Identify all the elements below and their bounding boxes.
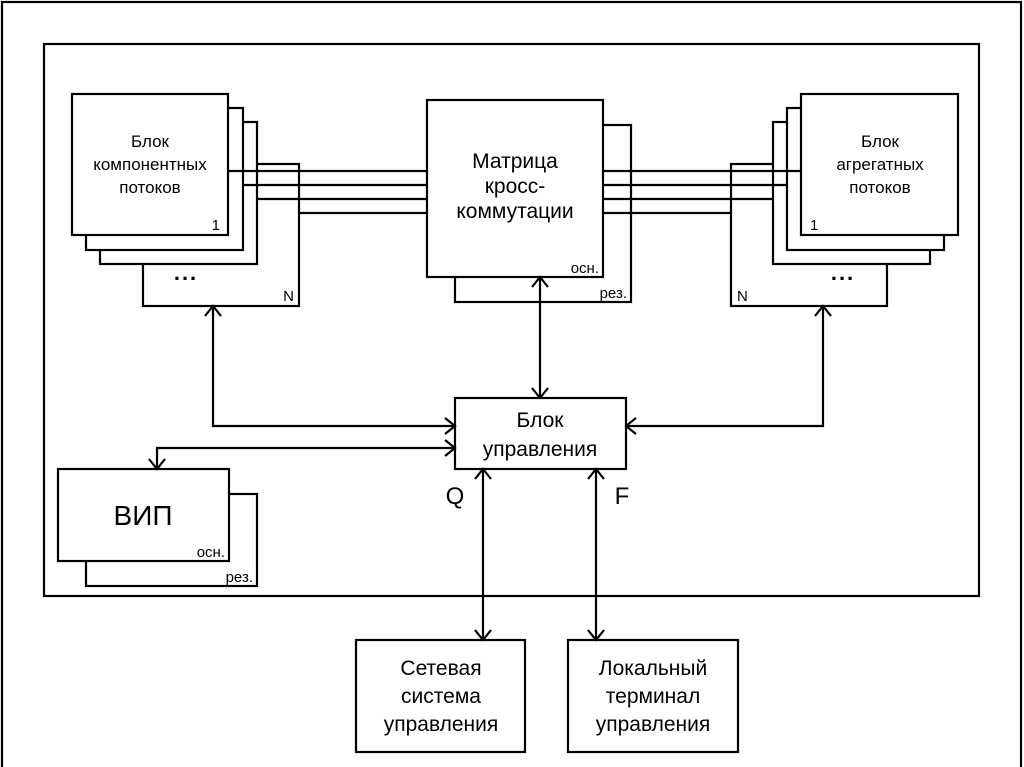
local-terminal-line-3: управления: [596, 713, 711, 736]
component-flow-block-stack: Блок компонентных потоков 1 ... N: [70, 92, 301, 308]
local-terminal-box: [566, 638, 740, 754]
matrix-control-link: [531, 275, 549, 400]
aggregate-block-index-first: 1: [810, 217, 818, 234]
arrowhead-up-icon: [814, 304, 832, 317]
matrix-title-line-3: коммутации: [456, 200, 573, 223]
power-supply-main-tag: осн.: [197, 544, 225, 561]
q-interface-label: Q: [446, 483, 465, 510]
power-control-link: [148, 439, 457, 471]
cross-connect-matrix: Матрица кросс- коммутации осн. рез.: [425, 98, 633, 304]
control-block-box: [453, 396, 628, 471]
local-terminal-line-1: Локальный: [599, 657, 707, 680]
matrix-main-tag: осн.: [571, 260, 599, 277]
component-block-title-line-1: Блок: [131, 132, 170, 151]
aggregate-block-index-last: N: [737, 288, 748, 305]
connector-line: [155, 446, 455, 469]
component-to-matrix-bus: [228, 169, 427, 215]
matrix-reserve-tag: рез.: [600, 285, 627, 302]
component-control-link: [204, 304, 457, 435]
control-block-title-line-1: Блок: [517, 409, 565, 432]
aggregate-block-1: [799, 92, 960, 237]
network-management-line-2: система: [401, 685, 481, 708]
power-supply-reserve-tag: рез.: [226, 569, 253, 586]
connector-line: [211, 306, 455, 428]
arrowhead-up-icon: [204, 304, 222, 317]
local-terminal-line-2: терминал: [606, 685, 700, 708]
control-block: Блок управления: [453, 396, 628, 471]
matrix-title-line-2: кросс-: [485, 175, 546, 198]
component-block-1: [70, 92, 230, 237]
component-block-index-last: N: [283, 288, 294, 305]
arrowhead-right-icon: [444, 417, 457, 435]
arrowhead-down-icon: [587, 629, 605, 642]
network-management-system: Сетевая система управления: [354, 638, 527, 754]
connector-line: [626, 306, 825, 428]
q-interface-link: Q: [446, 467, 492, 642]
network-management-box: [354, 638, 527, 754]
network-management-line-3: управления: [384, 713, 499, 736]
aggregate-block-title-line-3: потоков: [849, 178, 910, 197]
equipment-frame: [42, 42, 981, 598]
f-interface-label: F: [615, 483, 630, 510]
network-management-line-1: Сетевая: [400, 657, 481, 680]
component-block-title-line-3: потоков: [119, 178, 180, 197]
arrowhead-right-icon: [444, 439, 457, 457]
component-block-title-line-2: компонентных: [93, 155, 207, 174]
f-interface-link: F: [587, 467, 630, 642]
component-block-index-first: 1: [212, 217, 220, 234]
arrowhead-down-icon: [148, 458, 166, 471]
arrowhead-down-icon: [531, 387, 549, 400]
aggregate-block-ellipsis: ...: [831, 260, 855, 285]
matrix-main: [425, 98, 605, 279]
local-control-terminal: Локальный терминал управления: [566, 638, 740, 754]
aggregate-block-title-line-1: Блок: [861, 132, 900, 151]
aggregate-block-title-line-2: агрегатных: [836, 155, 924, 174]
arrowhead-up-icon: [474, 467, 492, 480]
arrowhead-up-icon: [531, 275, 549, 288]
arrowhead-down-icon: [474, 629, 492, 642]
aggregate-flow-block-stack: Блок агрегатных потоков 1 ... N: [729, 92, 960, 308]
power-supply-block: ВИП осн. рез.: [56, 467, 259, 588]
power-supply-title: ВИП: [114, 500, 173, 531]
arrowhead-left-icon: [624, 417, 637, 435]
aggregate-control-link: [624, 304, 832, 435]
component-block-ellipsis: ...: [174, 260, 198, 285]
matrix-title-line-1: Матрица: [472, 150, 558, 173]
arrowhead-up-icon: [587, 467, 605, 480]
matrix-to-aggregate-bus: [603, 169, 801, 215]
control-block-title-line-2: управления: [483, 438, 598, 461]
power-supply-main: [56, 467, 231, 563]
